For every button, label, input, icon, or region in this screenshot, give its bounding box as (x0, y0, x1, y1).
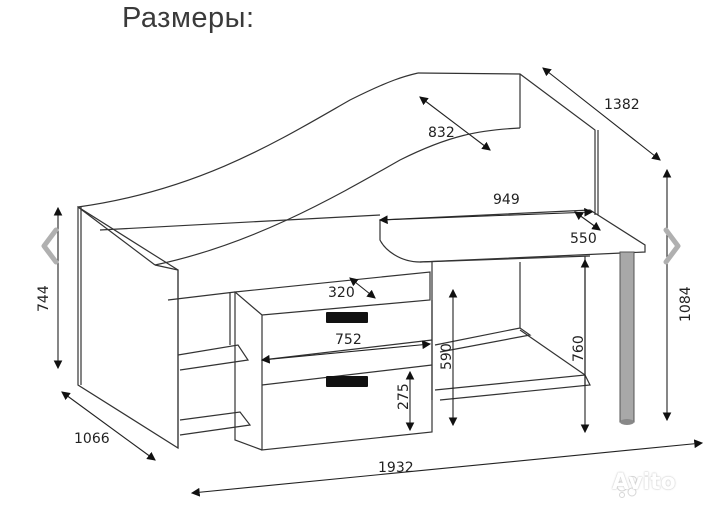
dim-bed-height: 744 (36, 285, 52, 312)
dim-shelf-height: 590 (439, 343, 455, 370)
avito-logo-icon (616, 476, 637, 498)
dim-bed-width: 832 (428, 125, 455, 141)
dim-total-height: 1084 (678, 286, 694, 322)
dim-desk-depth: 550 (570, 231, 597, 247)
prev-image-icon[interactable] (41, 227, 59, 265)
page-title: Размеры: (122, 2, 255, 34)
next-image-icon[interactable] (663, 227, 681, 265)
dimension-lines (53, 67, 704, 497)
drawer-handle-bottom (326, 376, 368, 387)
furniture-outline (77, 72, 646, 451)
dim-desk-height: 760 (571, 335, 587, 362)
dim-drawer-height: 275 (396, 383, 412, 410)
dim-depth: 1066 (74, 431, 110, 447)
desk-leg (619, 251, 635, 423)
dim-drawer-width: 752 (335, 332, 362, 348)
dim-total-length: 1932 (378, 460, 414, 476)
drawer-handle-top (326, 312, 368, 323)
avito-watermark: Avito (612, 470, 676, 495)
dim-bed-length: 1382 (604, 97, 640, 113)
dim-desk-length: 949 (493, 192, 520, 208)
dim-drawer-depth: 320 (328, 285, 355, 301)
